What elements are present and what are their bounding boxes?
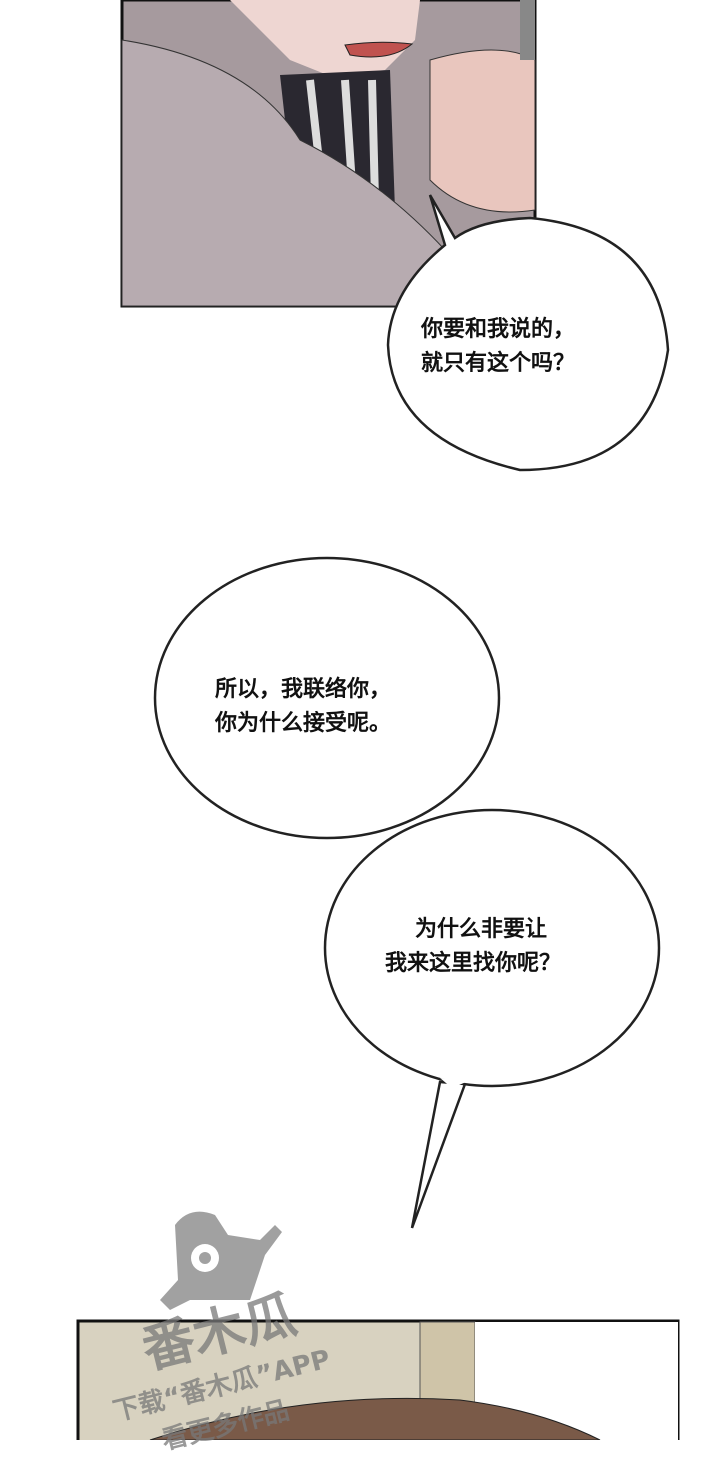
bottom-panel — [76, 1319, 680, 1440]
bubble-2-line-2: 你为什么接受呢。 — [215, 711, 392, 736]
bubble-1-line-1: 你要和我说的， — [421, 317, 576, 342]
bubble-3-line-2: 我来这里找你呢？ — [385, 951, 562, 976]
bubble-2-line-1: 所以，我联络你， — [215, 677, 392, 702]
top-panel — [120, 0, 537, 308]
watermark-logo — [160, 1211, 282, 1310]
bubble-3-line-1: 为什么非要让 — [415, 917, 548, 942]
speech-bubble-2 — [153, 556, 501, 840]
speech-bubble-3 — [323, 808, 661, 1229]
speech-bubble-1 — [386, 194, 670, 472]
bubble-1-line-2: 就只有这个吗？ — [421, 351, 576, 376]
